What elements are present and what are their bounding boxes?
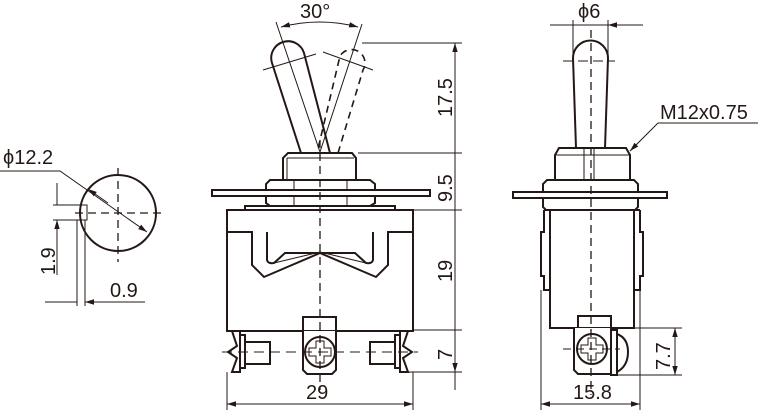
angle-arc <box>280 21 359 28</box>
phillips-screw-icon <box>308 340 332 364</box>
side-bushing-nut <box>554 147 631 180</box>
lever-diameter-label: ϕ6 <box>578 1 600 23</box>
body-height-label: 19 <box>435 260 457 282</box>
side-terminal-tab <box>577 315 612 328</box>
hole-centerline <box>75 168 162 262</box>
key-height-label: 1.9 <box>38 247 60 275</box>
thread-label: M12x0.75 <box>660 102 748 124</box>
key-depth-extension <box>76 220 86 306</box>
lever-axis-ticks <box>262 51 374 71</box>
terminal-height-extension <box>617 327 682 376</box>
side-width-extension <box>540 290 641 410</box>
lever-height-label: 17.5 <box>435 78 457 117</box>
side-toggle-lever <box>571 39 610 149</box>
side-bracket-tabs <box>540 209 644 291</box>
side-phillips-screw-icon <box>580 337 604 361</box>
key-depth-label: 0.9 <box>110 280 138 302</box>
lower-nut-faces <box>293 196 348 206</box>
side-terminal-height-label: 7.7 <box>653 342 675 370</box>
angle-reference-lines <box>275 21 363 159</box>
panel-hole-view: ϕ12.2 1.9 0.9 <box>0 147 162 306</box>
hole-diameter-label: ϕ12.2 <box>3 147 53 169</box>
height-extension-lines <box>358 42 462 373</box>
left-terminal-screw <box>244 341 271 365</box>
side-view: ϕ6 M12x0.75 7.7 15.8 <box>512 1 758 410</box>
side-switch-body <box>549 209 635 329</box>
diameter-leader <box>0 170 148 233</box>
side-terminal-cap <box>610 329 630 376</box>
front-view: 30° 17.5 9.5 19 <box>211 1 462 410</box>
toggle-lever-alternate-position <box>316 48 366 154</box>
right-terminal-screw <box>369 341 396 365</box>
width-label: 29 <box>306 382 328 404</box>
upper-nut-faces <box>293 180 348 190</box>
thread-leader <box>629 122 758 152</box>
angle-label: 30° <box>300 1 330 23</box>
bushing-height-label: 9.5 <box>435 174 457 202</box>
diameter-leader-arrow <box>87 188 109 204</box>
side-nut-edges <box>555 148 630 180</box>
bracket-cutout <box>266 232 374 265</box>
side-width-label: 15.8 <box>573 382 612 404</box>
toggle-lever <box>270 40 331 154</box>
key-slot-outline <box>53 204 88 221</box>
terminal-height-label: 7 <box>435 349 457 360</box>
